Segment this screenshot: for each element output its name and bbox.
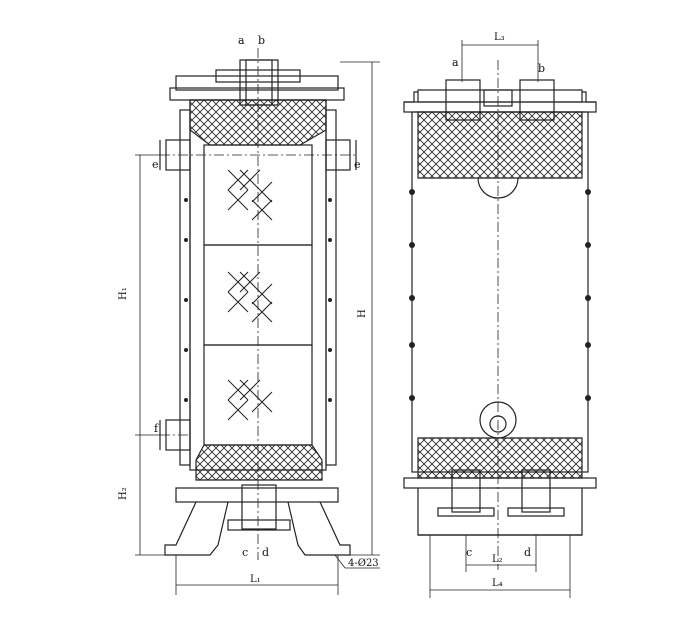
top-cover-flange	[175, 75, 339, 91]
label-d-left: d	[262, 546, 269, 559]
label-a-left: a	[238, 34, 245, 47]
support-leg-left	[164, 501, 229, 556]
label-d-right: d	[524, 546, 531, 559]
dimension-lines-left	[135, 61, 380, 595]
label-e-left: e	[152, 158, 159, 171]
dimension-lines-right	[429, 40, 571, 598]
bottom-tube-sheet-side	[417, 437, 583, 479]
label-L4: L₄	[492, 578, 503, 589]
side-elevation-view	[403, 79, 597, 536]
bottom-outlet-pipe	[241, 484, 277, 530]
label-b-left: b	[258, 34, 265, 47]
label-L1: L₁	[250, 574, 261, 585]
label-b-right: b	[538, 62, 545, 75]
label-holes: 4-Ø23	[348, 558, 379, 569]
label-H1: H₁	[118, 287, 129, 300]
label-a-right: a	[452, 56, 459, 69]
label-c-right: c	[466, 546, 472, 559]
bottom-tube-sheet	[195, 444, 323, 481]
top-header	[417, 89, 583, 103]
base-frame	[417, 488, 583, 536]
label-c-left: c	[242, 546, 248, 559]
label-e-right: e	[354, 158, 361, 171]
bottom-flange	[175, 487, 339, 503]
nozzle-c-right	[451, 469, 481, 513]
nozzle-d-right	[521, 469, 551, 513]
label-H: H	[357, 309, 368, 318]
label-f-left: f	[154, 422, 159, 435]
top-tube-sheet-side	[417, 111, 583, 179]
label-H2: H₂	[118, 487, 129, 500]
bottom-header	[403, 477, 597, 489]
label-L2: L₂	[492, 554, 503, 565]
label-L3: L₃	[494, 32, 505, 43]
support-leg-right	[287, 501, 351, 556]
